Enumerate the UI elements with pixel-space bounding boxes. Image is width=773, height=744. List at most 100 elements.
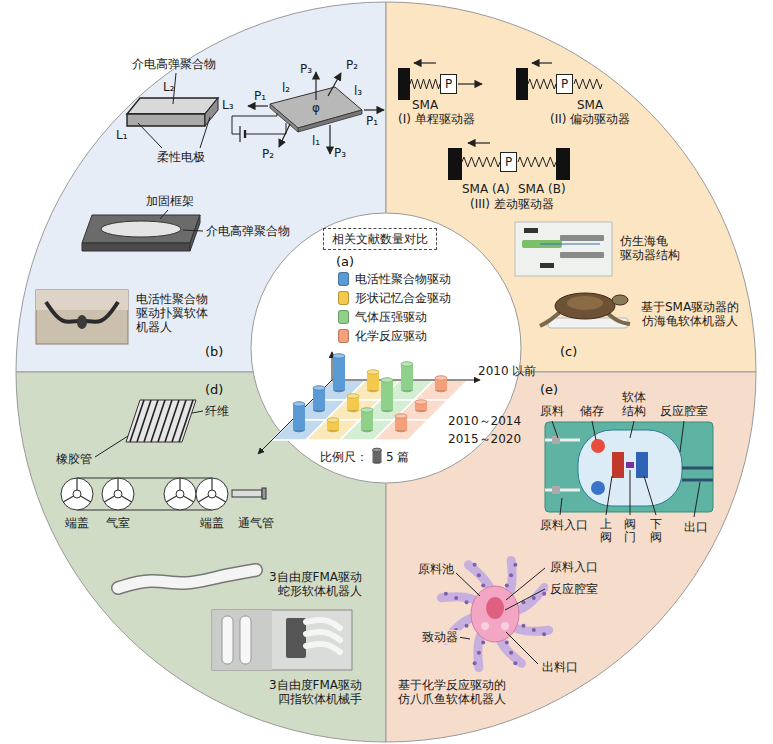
sma-wire <box>540 244 600 245</box>
bar-top <box>435 376 447 380</box>
snake-robot <box>118 570 256 588</box>
legend-item: 气体压强驱动 <box>338 310 427 324</box>
bar-top <box>347 394 359 398</box>
text-holder: (c) <box>560 344 577 360</box>
actuator-part <box>540 263 554 268</box>
leader-line <box>200 117 210 148</box>
elastomer-block <box>127 98 218 114</box>
leader-line <box>552 421 558 438</box>
leader-line <box>183 230 203 231</box>
panel-label: (e) <box>540 382 558 398</box>
leader-line <box>680 421 684 452</box>
chip-port <box>552 486 560 494</box>
wall-block <box>398 68 410 100</box>
force-arrow <box>329 125 330 154</box>
bar-body <box>313 388 325 410</box>
legend-swatch <box>338 291 349 305</box>
cap-hub <box>208 490 216 498</box>
illustration-group <box>16 372 386 742</box>
gripper-base <box>286 618 306 658</box>
fiber-line <box>137 400 151 442</box>
bar-body <box>293 404 305 430</box>
reservoir <box>591 439 605 453</box>
center-circle-fill <box>251 213 521 483</box>
leader-line <box>173 73 176 104</box>
text-holder: (b) <box>205 344 223 360</box>
actuator-dot <box>465 624 469 628</box>
bar-body <box>381 380 393 410</box>
turtle-shell <box>567 296 603 310</box>
chip-photo <box>545 422 713 512</box>
force-arrow <box>315 72 316 100</box>
reinforced-frame <box>82 215 200 243</box>
panel-label: (d) <box>205 382 223 398</box>
cap-hub <box>73 490 81 498</box>
legend-item: 电活性聚合物驱动 <box>338 272 451 286</box>
fiber-line <box>130 400 144 442</box>
force-arrow <box>279 124 290 147</box>
actuator-part <box>560 252 604 258</box>
vent-tube <box>232 490 262 497</box>
end-cap <box>102 478 134 510</box>
leader-line <box>506 568 545 600</box>
actuator-dot <box>465 600 469 604</box>
cap-hub <box>176 490 184 498</box>
fiber-line <box>151 400 165 442</box>
actuator-part <box>524 228 538 233</box>
tube-outline <box>77 509 212 510</box>
tube-outline <box>77 477 212 478</box>
snake-robot <box>118 570 256 588</box>
gripper-photo <box>212 610 272 670</box>
bar-top <box>313 386 325 390</box>
actuator-dot <box>505 640 509 644</box>
soft-finger <box>222 616 233 664</box>
turtle-flipper <box>540 312 560 326</box>
legend-text: 气体压强驱动 <box>355 310 427 324</box>
actuator-dot <box>542 592 546 596</box>
leader-line <box>506 632 538 664</box>
leader-line <box>455 572 480 596</box>
actuator-dot <box>444 632 448 636</box>
illustration-group <box>386 372 756 742</box>
reinforced-frame <box>82 243 190 251</box>
actuator-dot <box>473 661 477 665</box>
membrane-plate <box>270 104 298 132</box>
actuator-dot <box>454 596 458 600</box>
spring-symbol <box>462 157 500 167</box>
cap-hub <box>114 490 122 498</box>
turtle-shell <box>555 293 615 319</box>
end-cap <box>164 478 196 510</box>
illustration-group <box>251 213 521 483</box>
reaction-part <box>636 452 648 478</box>
elastomer-window <box>101 221 181 237</box>
wall-block <box>556 148 570 180</box>
title-box: 相关文献数量对比 <box>323 228 437 250</box>
chip-channel <box>682 467 713 470</box>
actuator-dot <box>542 632 546 636</box>
robot-photo <box>36 290 128 344</box>
reinforced-frame <box>190 215 200 251</box>
quadrant-fill <box>16 372 386 742</box>
bar-body <box>367 372 379 390</box>
spring-symbol <box>574 79 602 89</box>
force-arrow <box>532 62 552 63</box>
bar-body <box>401 364 413 390</box>
legend-item: 形状记忆合金驱动 <box>338 291 451 305</box>
force-arrow <box>458 83 482 84</box>
bar-top <box>327 418 339 422</box>
mass-box: P <box>440 74 457 94</box>
leader-line <box>560 498 562 515</box>
actuator-dot <box>521 624 525 628</box>
soft-finger <box>306 620 340 628</box>
leader-line <box>630 421 634 438</box>
illustration-group <box>16 2 386 372</box>
fiber-line <box>179 400 193 442</box>
fiber-line <box>158 400 172 442</box>
bar-top <box>401 362 413 366</box>
chip-channel <box>682 479 713 482</box>
fuel-pool <box>501 622 509 630</box>
leader-line <box>694 482 700 517</box>
mass-box: P <box>556 74 573 94</box>
force-arrow <box>328 73 341 96</box>
legend-item: 化学反应驱动 <box>338 329 427 343</box>
